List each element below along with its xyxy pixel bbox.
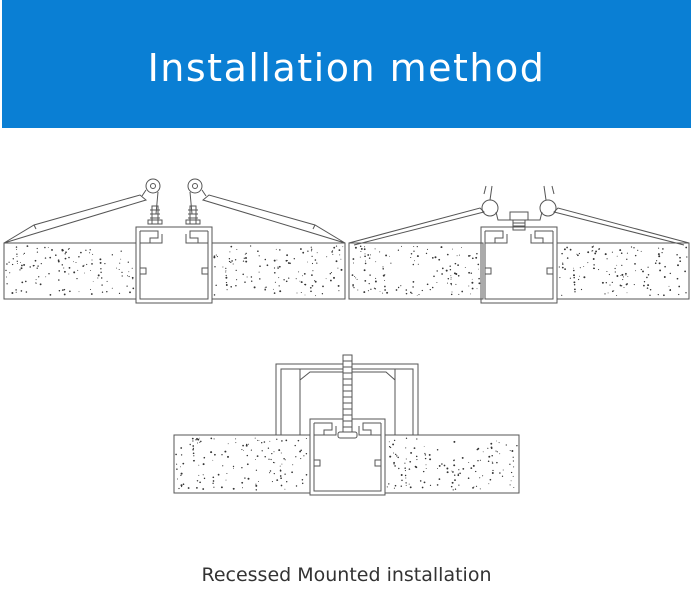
- ceiling-board-right-2: [556, 242, 690, 300]
- header-banner: Installation method: [2, 0, 691, 128]
- spring-clip-right: [185, 178, 346, 244]
- aluminium-profile-bottom: [309, 418, 386, 496]
- aluminium-profile-right: [480, 226, 558, 304]
- spring-clip-installation: [3, 178, 346, 304]
- ceiling-board-right: [211, 242, 346, 300]
- ceiling-board-bottom-right: [384, 434, 520, 494]
- spring-clip-left: [3, 178, 163, 244]
- ceiling-board-left: [3, 242, 137, 300]
- board-speckles: [5, 245, 135, 296]
- page-title: Installation method: [147, 46, 546, 90]
- aluminium-profile-left: [135, 226, 213, 304]
- installation-diagram: [3, 178, 690, 496]
- recessed-installation: [173, 354, 520, 496]
- mounting-bracket: [348, 185, 690, 246]
- threaded-rod: [337, 354, 358, 439]
- ceiling-board-left-2: [348, 242, 484, 300]
- bracket-installation: [348, 185, 690, 304]
- ceiling-board-bottom-left: [173, 434, 311, 494]
- caption: Recessed Mounted installation: [201, 564, 492, 586]
